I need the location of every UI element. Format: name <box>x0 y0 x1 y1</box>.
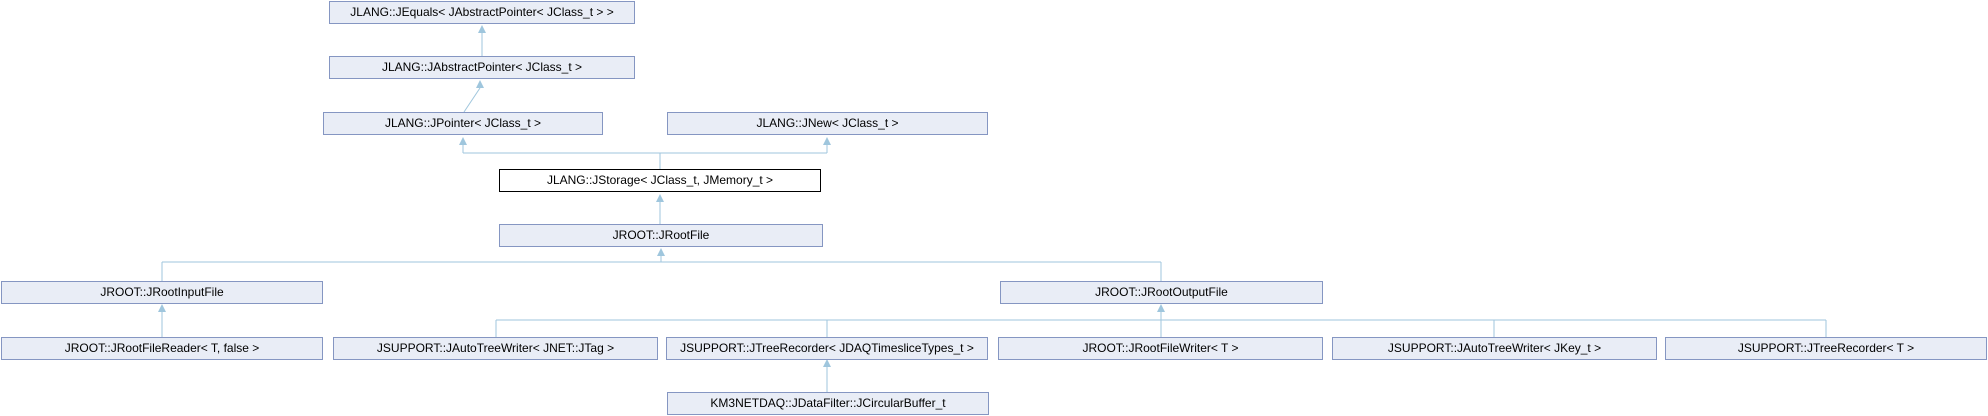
edge-jcircularbuffer-to-jtreerecorder <box>823 359 831 392</box>
class-node-jautotreewriter-jtag[interactable]: JSUPPORT::JAutoTreeWriter< JNET::JTag > <box>333 337 658 360</box>
class-node-jtreerecorder-jdaq[interactable]: JSUPPORT::JTreeRecorder< JDAQTimesliceTy… <box>666 337 988 360</box>
edge-writers-to-jrootoutputfile <box>495 304 1827 337</box>
class-node-jnew[interactable]: JLANG::JNew< JClass_t > <box>667 112 988 135</box>
class-node-jrootfilereader[interactable]: JROOT::JRootFileReader< T, false > <box>1 337 323 360</box>
class-node-jrootfilewriter[interactable]: JROOT::JRootFileWriter< T > <box>998 337 1323 360</box>
edge-jpointer-to-jabstractpointer <box>463 80 484 113</box>
class-node-jstorage-current: JLANG::JStorage< JClass_t, JMemory_t > <box>499 169 821 192</box>
class-node-jpointer[interactable]: JLANG::JPointer< JClass_t > <box>323 112 603 135</box>
class-node-jabstractpointer[interactable]: JLANG::JAbstractPointer< JClass_t > <box>329 56 635 79</box>
edge-jabstractpointer-to-jequals <box>478 25 486 56</box>
class-node-jrootfile[interactable]: JROOT::JRootFile <box>499 224 823 247</box>
class-node-jequals[interactable]: JLANG::JEquals< JAbstractPointer< JClass… <box>329 1 635 24</box>
class-node-jtreerecorder-t[interactable]: JSUPPORT::JTreeRecorder< T > <box>1665 337 1987 360</box>
edge-jrootfile-to-jstorage <box>656 194 664 224</box>
class-node-jautotreewriter-jkey[interactable]: JSUPPORT::JAutoTreeWriter< JKey_t > <box>1332 337 1657 360</box>
edge-jstorage-to-jpointer-and-jnew <box>459 137 831 169</box>
class-node-jrootinputfile[interactable]: JROOT::JRootInputFile <box>1 281 323 304</box>
edge-jrootfilereader-to-jrootinputfile <box>158 304 166 337</box>
class-node-jrootoutputfile[interactable]: JROOT::JRootOutputFile <box>1000 281 1323 304</box>
class-node-jcircularbuffer[interactable]: KM3NETDAQ::JDataFilter::JCircularBuffer_… <box>667 392 989 415</box>
edge-rootio-to-jrootfile <box>161 248 1162 281</box>
